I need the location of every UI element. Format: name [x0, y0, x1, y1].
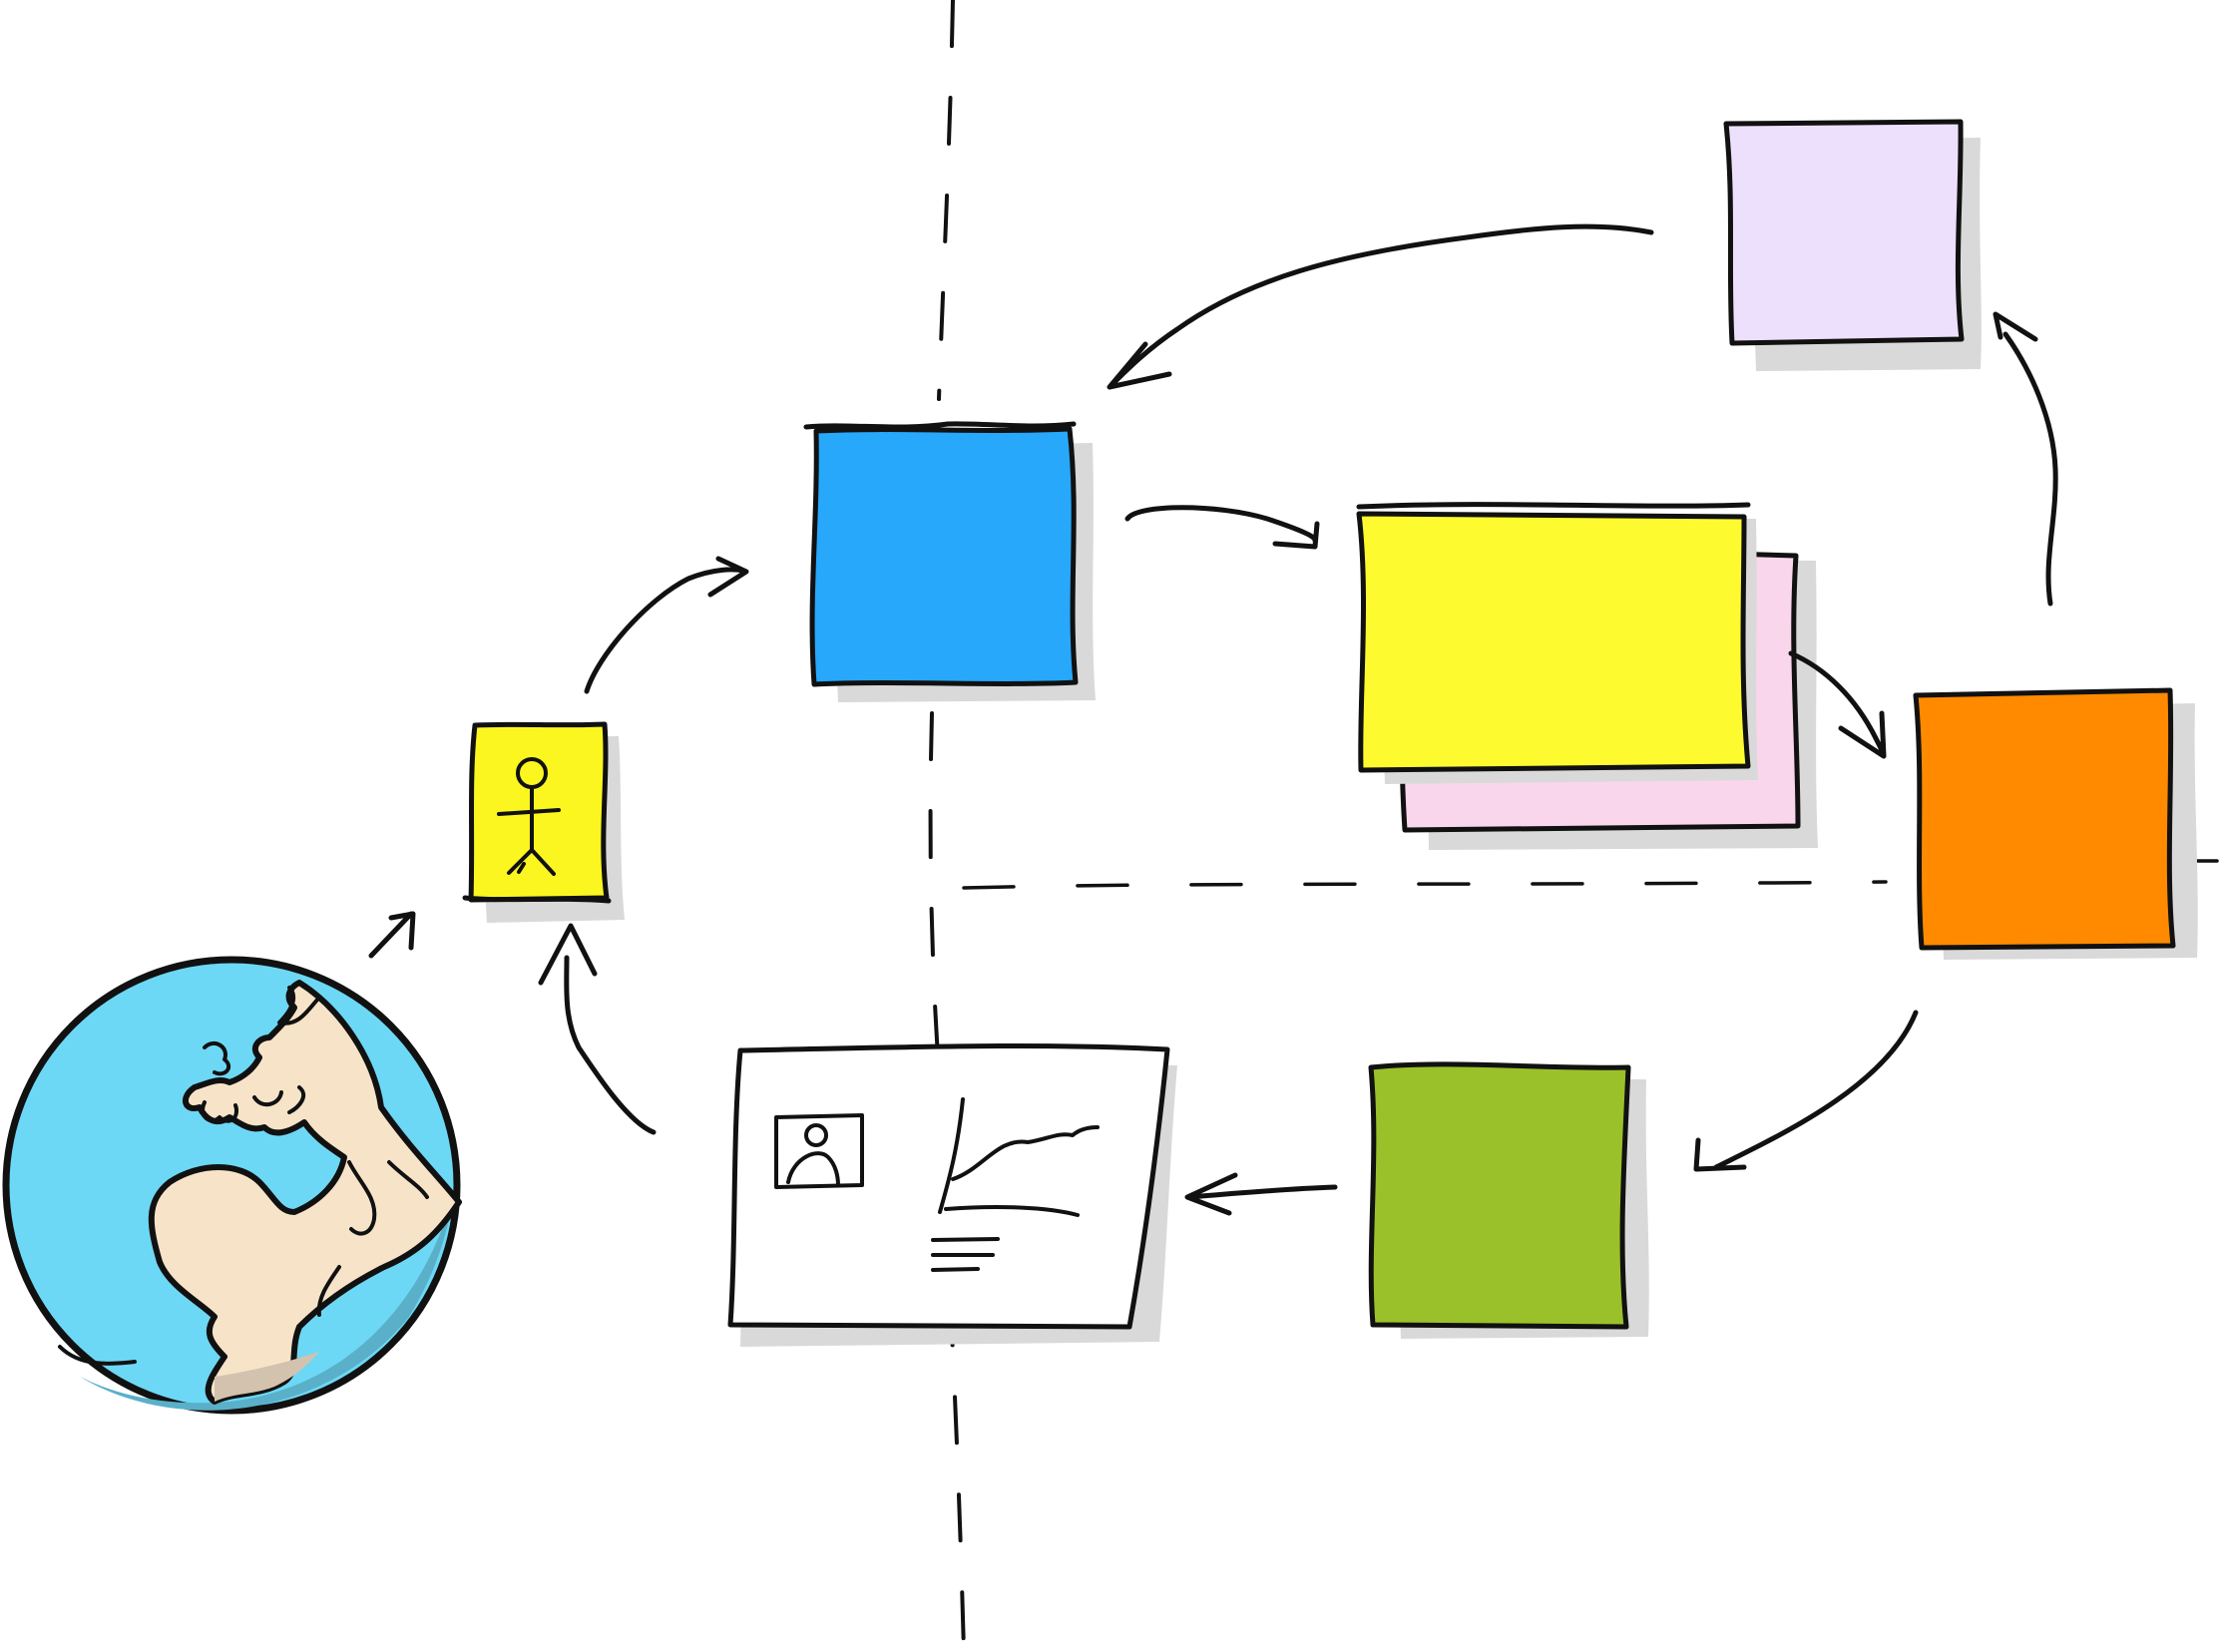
orange-box [1913, 687, 2198, 960]
arrow-person-to-blue-box [584, 556, 749, 694]
document-card [727, 1042, 1177, 1347]
arrow-blue-to-yellow-stack [1124, 505, 1320, 550]
portrait-icon [774, 1113, 864, 1189]
vertical-divider-bottom [928, 711, 966, 1652]
globe-icon [2, 956, 462, 1415]
green-box [1368, 1061, 1649, 1339]
arrow-green-to-document [1184, 1172, 1338, 1216]
arrow-globe-to-person [368, 911, 416, 959]
arrow-yellow-to-orange [1788, 650, 1887, 759]
arrow-orange-to-lavender [1993, 311, 2058, 607]
arrow-document-to-person [538, 923, 657, 1135]
chart-sketch-icon [938, 1097, 1100, 1217]
arrow-orange-to-green [1693, 1010, 1919, 1172]
stick-figure-icon [497, 757, 561, 876]
person-card [462, 721, 625, 923]
arrow-lavender-to-blue-box [1107, 223, 1654, 390]
lavender-box [1723, 119, 1982, 371]
vertical-divider-top [937, 0, 955, 401]
blue-box [803, 421, 1096, 702]
text-lines-icon [931, 1237, 1000, 1272]
document-stack [1356, 502, 1818, 850]
